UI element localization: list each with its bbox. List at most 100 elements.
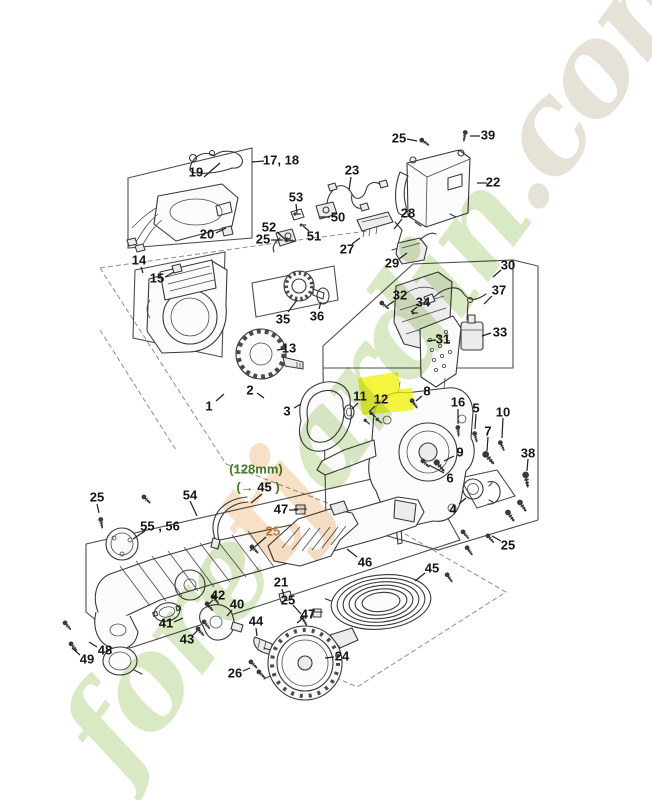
leader-line	[293, 403, 302, 409]
part-22-tank-housing	[395, 149, 471, 228]
leader-line	[302, 225, 310, 232]
leader-line	[164, 271, 175, 278]
part-20-handle-housing	[126, 183, 239, 253]
part-40-oil-pump	[199, 604, 244, 641]
box-54	[85, 467, 461, 649]
leader-line	[215, 393, 225, 402]
screw-glyph	[443, 570, 455, 585]
leader-line	[226, 609, 233, 617]
part-13-flywheel	[235, 328, 304, 380]
part-48-cover	[102, 646, 143, 676]
screw-glyph	[139, 492, 153, 506]
part-14-fan-housing	[146, 259, 228, 354]
screw-glyph	[97, 516, 106, 530]
part-24-starter-cover	[263, 625, 359, 701]
part-37-spark-plug-lead	[423, 287, 487, 321]
screw-glyph	[460, 129, 469, 143]
screw-glyph	[209, 592, 222, 606]
part-crankcase	[316, 377, 475, 545]
screw-glyph	[61, 618, 74, 632]
leader-line	[71, 647, 81, 656]
leader-line	[406, 138, 418, 142]
leader-line	[348, 176, 352, 191]
screw-glyph	[463, 543, 475, 558]
part-4-bearing-and-circlip	[462, 478, 501, 505]
part-19-handle-molding	[188, 149, 243, 174]
part-55-56-cover	[105, 527, 139, 561]
leader-line	[491, 535, 502, 542]
leader-line	[386, 300, 395, 307]
leader-line	[88, 641, 98, 648]
leader-line	[393, 218, 403, 230]
leader-line	[415, 395, 423, 402]
part-2-gasket	[306, 389, 345, 443]
screw-glyph	[417, 136, 432, 148]
leader-line	[251, 160, 265, 163]
screw-glyph	[67, 639, 80, 653]
leader-line	[526, 458, 529, 472]
leader-line	[398, 252, 408, 260]
leader-line	[140, 266, 144, 274]
leader-line	[242, 667, 251, 672]
leader-line	[287, 299, 298, 313]
leader-line	[501, 417, 504, 439]
screw-glyph	[520, 470, 532, 489]
leader-line	[295, 203, 298, 214]
part-21-clamp	[278, 590, 293, 603]
part-46-guard-plate	[267, 500, 359, 567]
leader-line	[96, 503, 100, 514]
leader-line	[474, 413, 477, 430]
leader-line	[410, 306, 418, 313]
box-4	[459, 469, 516, 509]
leader-line	[324, 656, 335, 659]
highlight-12	[358, 372, 414, 415]
box-35-36	[251, 265, 339, 318]
leader-line	[318, 301, 322, 310]
part-36-ring	[316, 287, 330, 305]
leader-line	[481, 332, 492, 337]
part-53-clip	[290, 208, 305, 221]
leader-line	[173, 617, 184, 623]
leader-line	[292, 604, 302, 615]
screw-glyph	[503, 507, 518, 524]
part-27-module	[356, 211, 394, 238]
leader-line	[256, 392, 265, 399]
leader-line	[250, 493, 263, 504]
leader-line	[351, 402, 359, 410]
leader-line	[414, 572, 426, 582]
leader-line	[276, 348, 285, 351]
leader-line	[426, 339, 437, 342]
part-50-switch	[315, 201, 338, 220]
leader-line	[486, 436, 489, 452]
box-14	[132, 251, 226, 358]
leader-lines-and-screws	[61, 129, 532, 681]
part-45-starter-rope-coil	[324, 574, 432, 630]
leader-line	[428, 464, 445, 474]
screw-glyph	[362, 417, 372, 427]
screw-glyph	[254, 667, 268, 681]
leader-line	[443, 455, 455, 462]
leader-line	[203, 162, 221, 178]
screw-glyph	[459, 527, 472, 541]
part-11-seal	[343, 404, 355, 420]
leader-line	[189, 500, 198, 517]
box-30	[322, 259, 514, 369]
part-23-wiring-harness	[326, 179, 389, 212]
part-47-grommets	[294, 504, 323, 618]
leader-line	[351, 237, 361, 245]
leader-line	[346, 548, 358, 558]
leader-line	[483, 295, 493, 305]
leader-line	[255, 627, 258, 637]
part-31-plate	[419, 315, 462, 388]
leader-line	[281, 588, 285, 597]
part-41-ring	[152, 602, 182, 622]
part-33-cap	[460, 314, 484, 351]
leader-line	[132, 530, 146, 540]
screw-glyph	[496, 438, 507, 453]
part-oil-hose-128mm	[210, 496, 249, 550]
leader-line	[492, 269, 502, 278]
leader-line	[215, 227, 227, 234]
leader-line	[368, 405, 376, 413]
